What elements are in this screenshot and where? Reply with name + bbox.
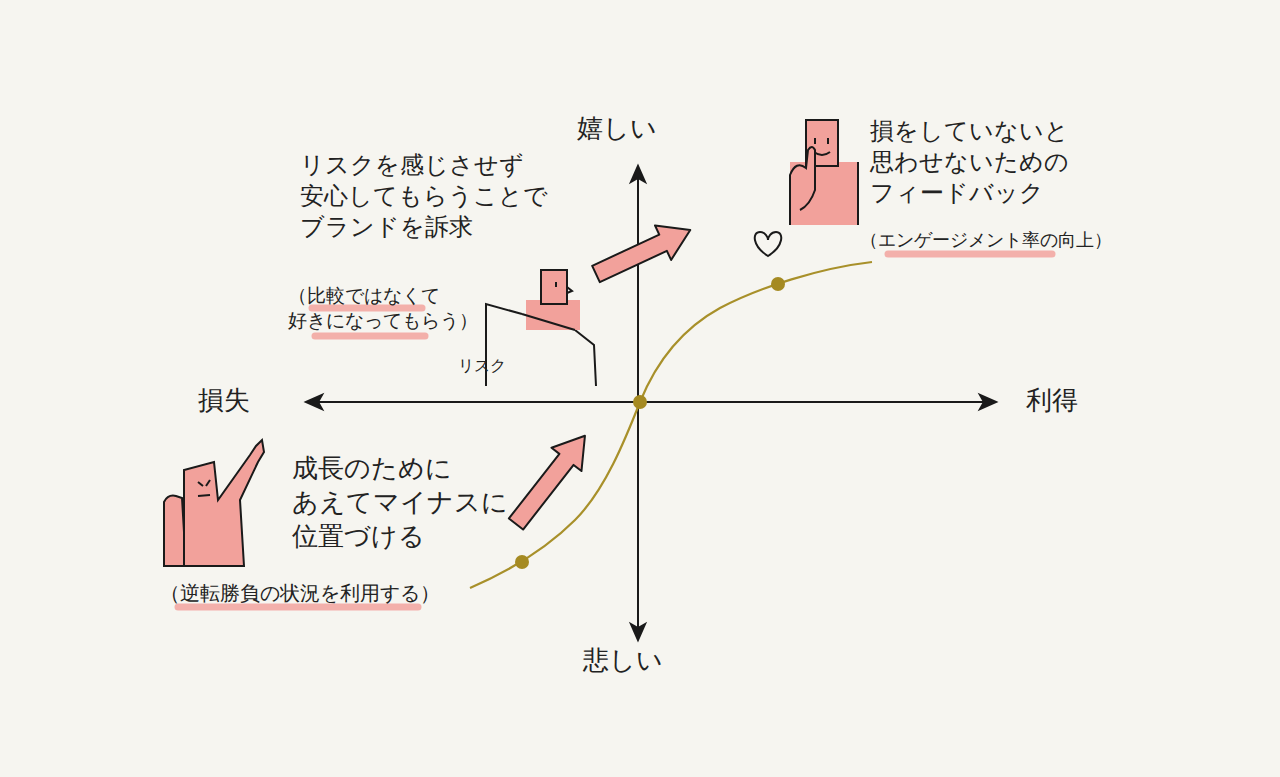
axis-label: 利得 <box>1026 384 1116 418</box>
happy-person <box>790 120 858 225</box>
sub-note: （エンゲージメント率の向上） <box>860 228 1120 251</box>
heart <box>755 232 782 256</box>
axis-label: 損失 <box>198 384 288 418</box>
sub-note: （逆転勝負の状況を利用する） <box>160 580 450 606</box>
pink-arrow <box>501 424 600 536</box>
watching-person <box>522 270 580 330</box>
pointing-people <box>164 440 264 566</box>
axis-label: 嬉しい <box>577 112 687 146</box>
sub-note: （比較ではなくて 好きになってもらう） <box>288 283 478 332</box>
pink-arrow <box>588 213 698 291</box>
axis-label: 悲しい <box>583 644 693 678</box>
highlighter-marks <box>178 254 1052 607</box>
risk-label: リスク <box>458 356 528 377</box>
strategy-note: リスクを感じさせず 安心してもらうことで ブランドを訴求 <box>300 150 550 244</box>
strategy-note: 損をしていないと 思わせないための フィードバック <box>870 116 1110 210</box>
curve-dots <box>515 277 785 569</box>
value-curve <box>470 262 872 588</box>
strategy-note: 成長のために あえてマイナスに 位置づける <box>292 452 522 553</box>
